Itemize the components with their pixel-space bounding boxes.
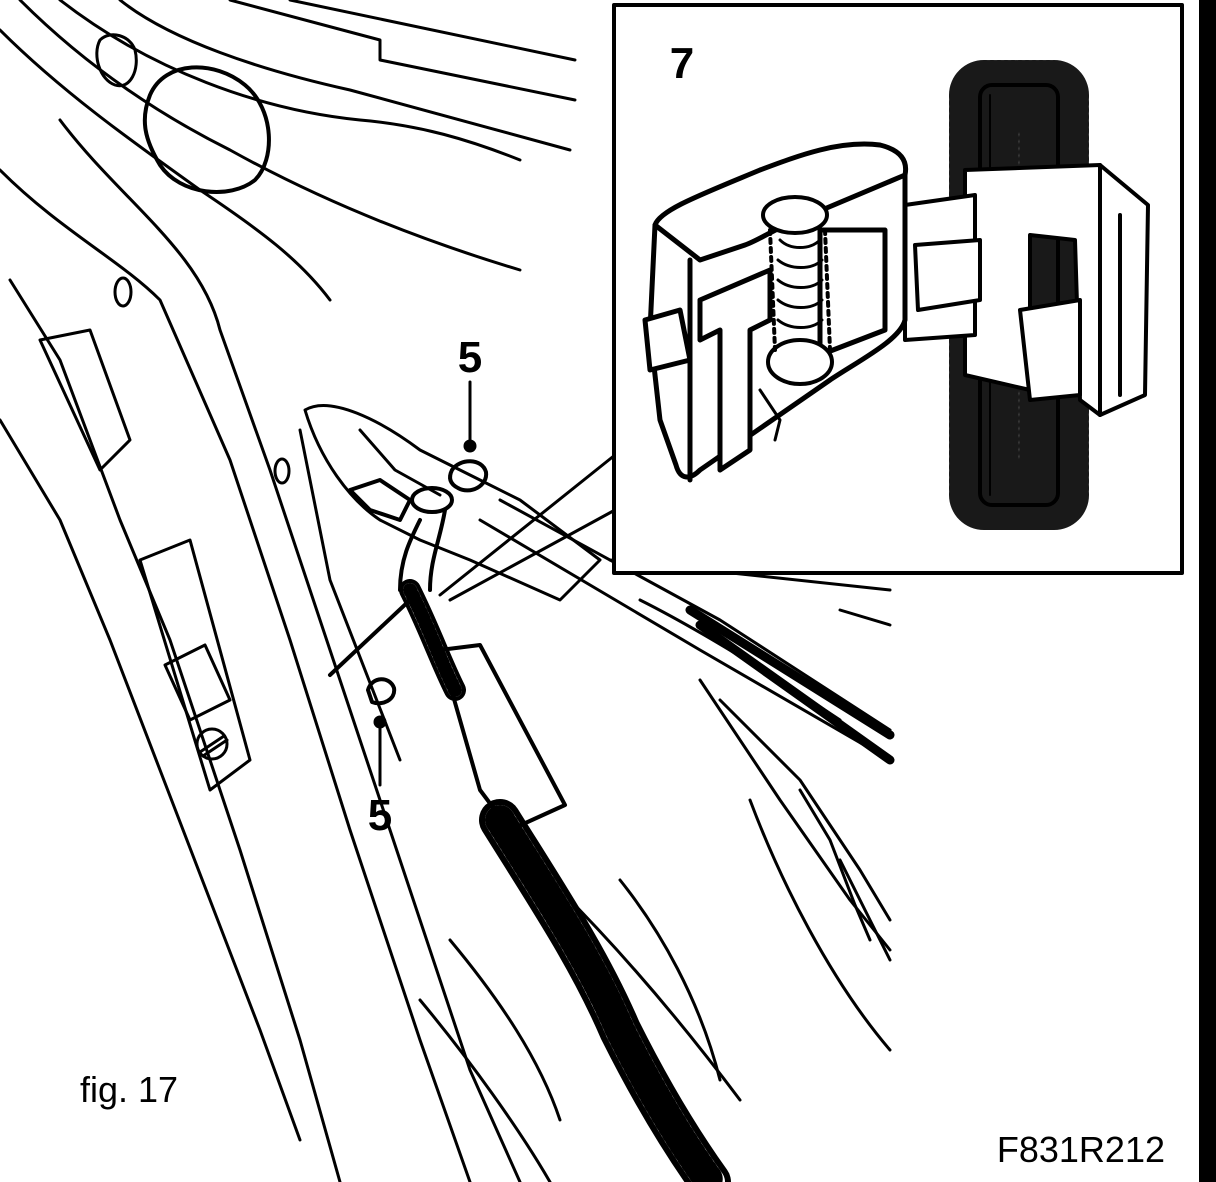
nut-block: [642, 141, 909, 483]
callout-7-inset: 7: [670, 39, 694, 88]
figure-caption: fig. 17: [80, 1069, 178, 1110]
cable-conduit: [479, 799, 731, 1182]
callout-leaders: [328, 380, 617, 787]
pillar-hole: [113, 276, 133, 308]
bridge-link: [903, 193, 982, 342]
leader-dot-upper: [463, 439, 477, 453]
pillar-outline: [0, 118, 522, 1182]
upper-body-panel: [0, 0, 577, 302]
rod-clip: [963, 163, 1150, 417]
callout-5-upper: 5: [458, 333, 482, 382]
protective-sleeve: [438, 643, 567, 832]
pillar-hole-2: [273, 457, 291, 485]
leader-dot-lower: [373, 715, 387, 729]
figure-code: F831R212: [997, 1129, 1165, 1170]
clip-upper: [348, 459, 489, 522]
upper-slot: [95, 33, 138, 88]
oval-opening: [142, 65, 271, 194]
screw: [195, 727, 229, 761]
callout-5-lower: 5: [368, 791, 392, 840]
lower-right-lines: [418, 678, 892, 1182]
threaded-bore: [758, 195, 834, 442]
page-edge-bar: [1199, 0, 1216, 1182]
clip-lower: [366, 677, 397, 706]
